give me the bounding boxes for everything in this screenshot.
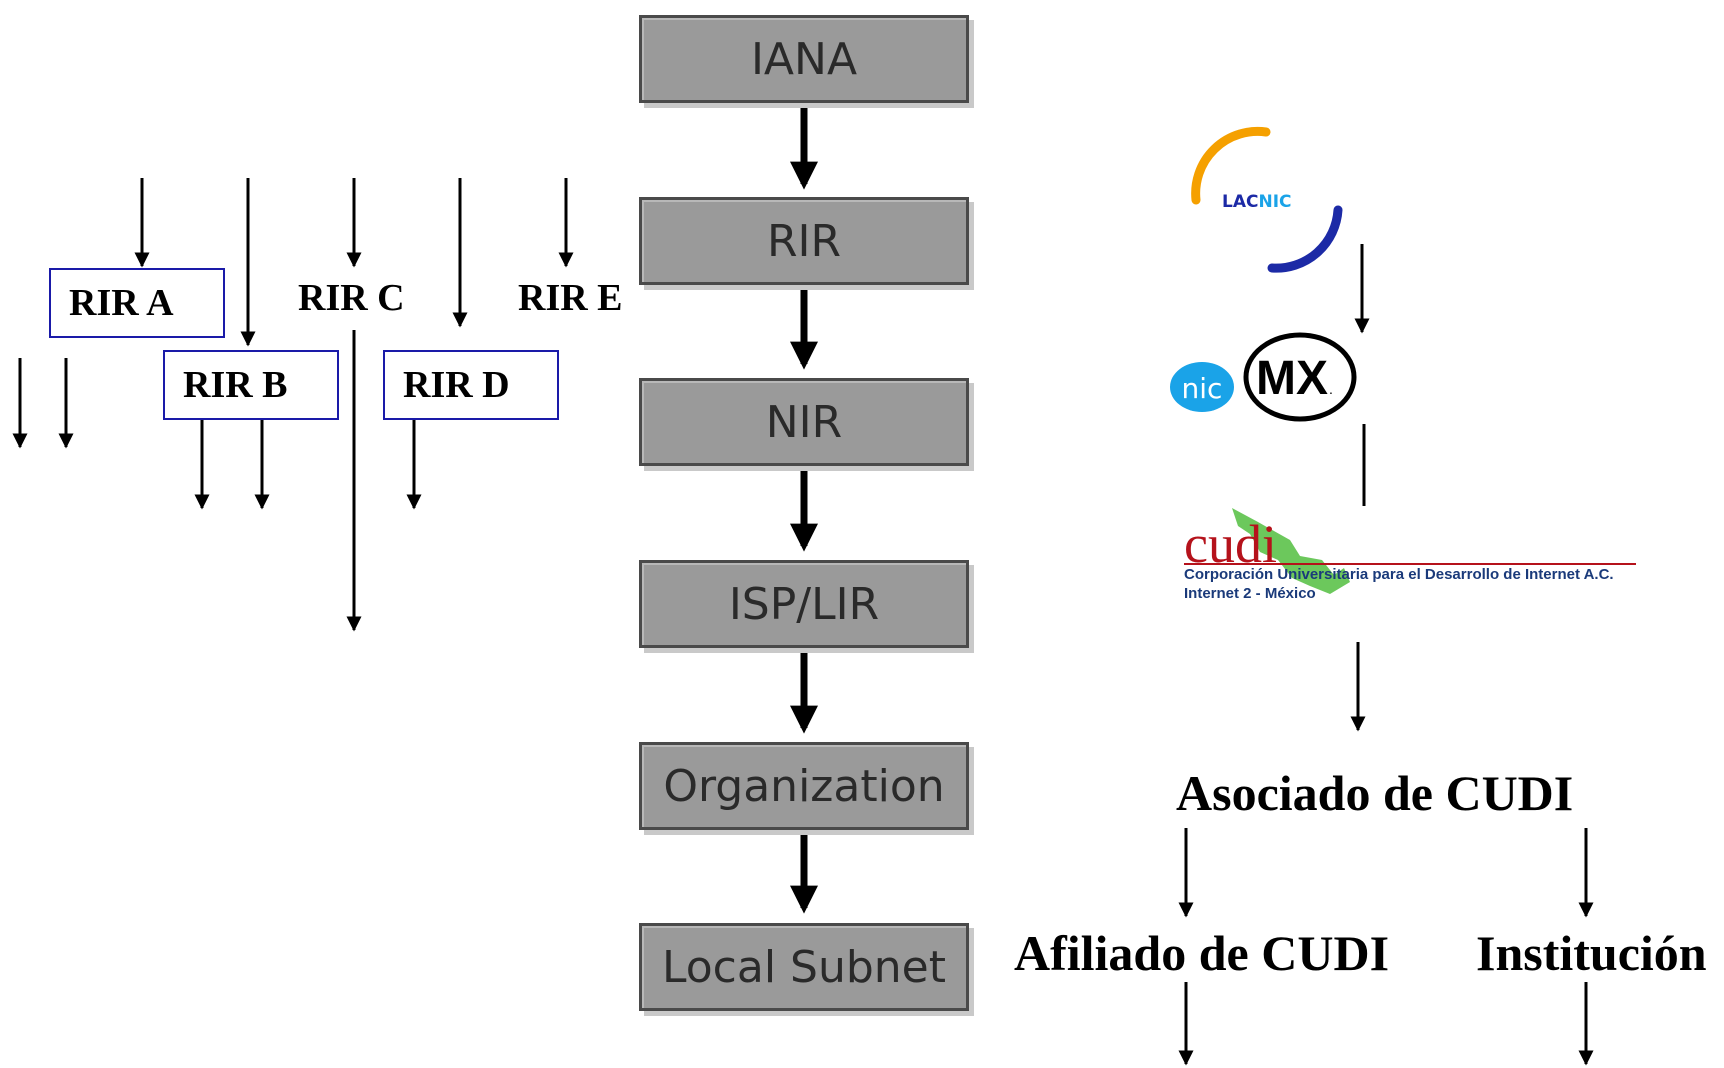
rir-e-label: RIR E — [518, 277, 623, 319]
lacnic-logo: LACNIC — [1191, 126, 1343, 273]
stage-nir: NIR — [639, 378, 969, 466]
rir-b-label: RIR B — [183, 364, 288, 406]
afiliado-label: Afiliado de CUDI — [1014, 925, 1390, 981]
stage-isp-lir: ISP/LIR — [639, 560, 969, 648]
svg-text:LACNIC: LACNIC — [1222, 192, 1292, 212]
cudi-line-1: Corporación Universitaria para el Desarr… — [1184, 566, 1614, 583]
nicmx-logo: nic MX . — [1170, 332, 1357, 422]
lacnic-orange-arc — [1191, 126, 1271, 205]
stage-rir: RIR — [639, 197, 969, 285]
lacnic-nic-text: NIC — [1258, 192, 1291, 212]
asociado-label: Asociado de CUDI — [1176, 765, 1574, 821]
rir-d-label: RIR D — [403, 364, 510, 406]
nicmx-mx-text: MX — [1256, 352, 1328, 405]
lacnic-blue-arc — [1267, 205, 1343, 273]
stage-local-subnet: Local Subnet — [639, 923, 969, 1011]
stage-organization: Organization — [639, 742, 969, 830]
nicmx-registered-mark: . — [1329, 381, 1333, 397]
cudi-logo: cudi — [1184, 508, 1636, 594]
nicmx-nic-bubble — [1170, 362, 1234, 412]
lacnic-lac-text: LAC — [1222, 192, 1258, 212]
mexico-map-shape — [1232, 508, 1350, 594]
rir-arrows — [12, 178, 574, 632]
rir-d-box: RIR D — [383, 350, 559, 420]
mexico-arrows — [1178, 244, 1594, 1066]
stage-iana: IANA — [639, 15, 969, 103]
cudi-line-2: Internet 2 - México — [1184, 585, 1316, 602]
rir-a-box: RIR A — [49, 268, 225, 338]
rir-a-label: RIR A — [69, 282, 174, 324]
rir-c-label: RIR C — [298, 277, 405, 319]
institucion-label: Institución — [1476, 925, 1707, 981]
nicmx-nic-text: nic — [1182, 372, 1223, 405]
rir-b-box: RIR B — [163, 350, 339, 420]
nicmx-ellipse — [1243, 332, 1357, 422]
